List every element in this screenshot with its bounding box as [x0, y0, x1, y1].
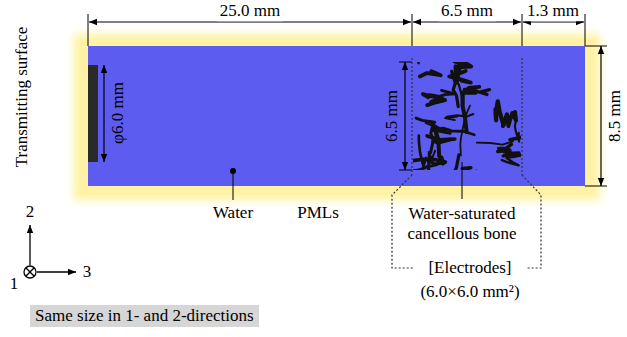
- trabecula: [413, 162, 436, 170]
- dimension-label: 6.5 mm: [438, 1, 496, 21]
- extension-lines: [88, 14, 585, 46]
- leader-line: [462, 162, 463, 199]
- probe-point: [230, 168, 236, 174]
- part-label: Water: [213, 203, 253, 223]
- pml-layer: [80, 39, 594, 195]
- trabecula: [477, 141, 513, 144]
- trabecula: [419, 135, 426, 166]
- dimension-label: φ6.0 mm: [108, 82, 128, 144]
- trabecula: [435, 127, 444, 163]
- part-label: Water-saturated cancellous bone: [397, 204, 527, 243]
- axis-label: 3: [83, 262, 92, 282]
- water-domain: [88, 46, 585, 186]
- extension-line: [585, 186, 607, 187]
- trabecula: [416, 118, 449, 130]
- trabecula: [503, 112, 516, 126]
- dimension-arrows: [89, 22, 601, 186]
- axis-label: 1: [10, 274, 19, 294]
- dimension-label: 8.5 mm: [605, 90, 625, 142]
- trabecula: [456, 66, 460, 82]
- pml-layer: [74, 34, 600, 200]
- electrode-outline: [392, 58, 541, 268]
- trabecula: [462, 168, 476, 170]
- note-box: Same size in 1- and 2-directions: [30, 305, 259, 327]
- transmitting-surface: [88, 65, 98, 162]
- dimension-label: 25.0 mm: [217, 1, 283, 21]
- cancellous-bone: [413, 62, 521, 170]
- leader-line: [233, 174, 234, 200]
- note-text: Same size in 1- and 2-directions: [35, 306, 254, 326]
- axis-symbol: [24, 225, 76, 278]
- trabecula: [463, 95, 467, 132]
- extension-line: [399, 62, 412, 63]
- part-label: PMLs: [297, 203, 339, 223]
- trabecula: [420, 71, 441, 76]
- axis-label: 2: [26, 202, 35, 222]
- trabecula: [423, 94, 442, 102]
- trabecula: [498, 144, 512, 151]
- trabecula: [510, 131, 521, 139]
- dimension-label: 1.3 mm: [524, 1, 582, 21]
- trabecula: [462, 87, 479, 93]
- part-label: [Electrodes]: [428, 258, 511, 278]
- extension-line: [399, 170, 412, 171]
- dimension-label: 6.5 mm: [382, 90, 402, 142]
- dimension-label: (6.0×6.0 mm²): [420, 282, 519, 302]
- trabecula: [445, 114, 473, 120]
- part-label: Transmitting surface: [12, 27, 32, 168]
- trabecula: [413, 62, 419, 63]
- trabecula: [450, 155, 459, 170]
- extension-line: [585, 46, 607, 47]
